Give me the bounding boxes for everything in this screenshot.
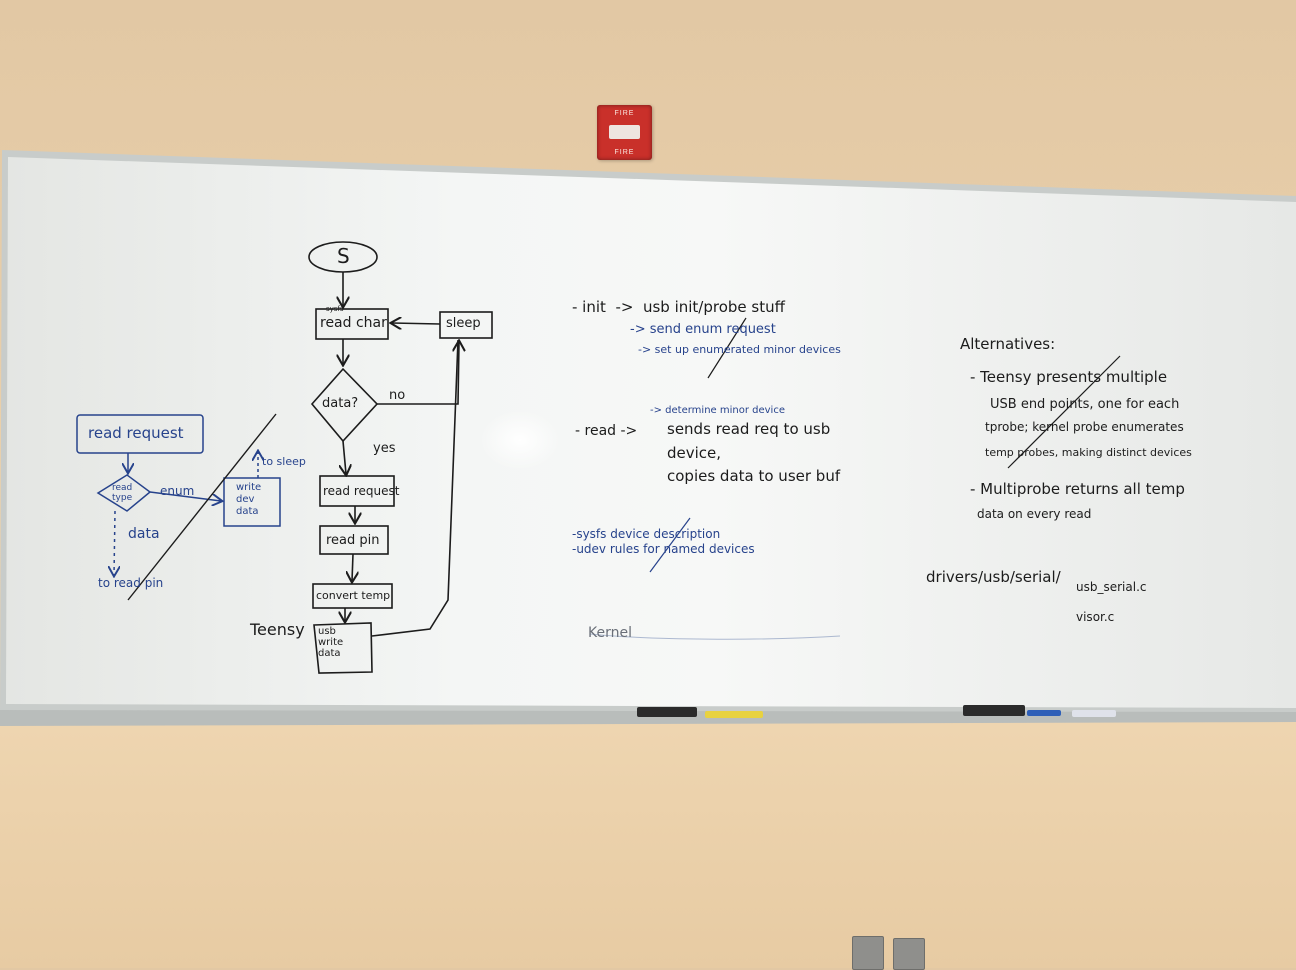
fire-alarm-top-label: FIRE: [614, 110, 635, 117]
device-note: device,: [667, 444, 722, 462]
sysfs-note: -sysfs device description: [572, 527, 721, 541]
left-diagram-lines: [76, 414, 281, 575]
setup-minor-note: -> set up enumerated minor devices: [638, 343, 841, 356]
fire-alarm: FIRE FIRE: [597, 105, 652, 160]
eraser-2: [963, 705, 1025, 716]
fire-alarm-strobe-lens: [609, 125, 640, 139]
drivers-path: drivers/usb/serial/: [926, 568, 1061, 586]
usb-serial-file: usb_serial.c: [1076, 580, 1147, 594]
alternatives-item1-line2: USB end points, one for each: [990, 397, 1180, 412]
white-marker: [1072, 710, 1116, 717]
read-char-label: read char: [320, 315, 387, 331]
alternatives-item1-line4: temp probes, making distinct devices: [985, 446, 1192, 459]
convert-temp-label: convert temp: [316, 589, 391, 602]
kernel-label: Kernel: [588, 625, 632, 641]
fire-alarm-bottom-label: FIRE: [614, 149, 635, 156]
kernel-underline: [589, 633, 841, 640]
write-dev-data-box: [223, 477, 281, 527]
alternatives-title: Alternatives:: [960, 335, 1056, 353]
start-label: S: [337, 244, 350, 268]
read-request-box: [319, 475, 395, 507]
data-label: data: [128, 526, 160, 542]
read-pin-label: read pin: [326, 533, 380, 548]
blue-marker: [1027, 710, 1061, 716]
write-dev-data-label: write dev data: [236, 482, 262, 517]
alternatives-item2-line1: - Multiprobe returns all temp: [970, 480, 1185, 498]
alternatives-item1-line1: - Teensy presents multiple: [970, 368, 1168, 386]
whiteboard-surface: [6, 157, 1296, 708]
alternatives-strike: [1007, 355, 1121, 469]
yellow-marker: [705, 711, 763, 718]
udev-note: -udev rules for named devices: [572, 542, 755, 556]
read-request-rounded-box: [76, 414, 204, 454]
usb-write-data-label: usb write data: [318, 626, 344, 659]
note-strike-2: [649, 517, 691, 573]
read-pin-box: [319, 525, 389, 555]
to-read-pin-label: to read pin: [98, 576, 164, 590]
wall-plate: [893, 938, 925, 970]
sends-read-note: sends read req to usb: [667, 420, 831, 438]
decision-label: data?: [322, 396, 359, 411]
teensy-label: Teensy: [250, 620, 305, 639]
wall-outlet: [852, 936, 884, 970]
sleep-label: sleep: [446, 316, 481, 331]
yes-label: yes: [373, 441, 396, 456]
read-char-note: sysfs: [326, 305, 344, 313]
read-note: - read ->: [575, 423, 638, 439]
copies-note: copies data to user buf: [667, 467, 841, 485]
read-type-label: read type: [112, 483, 133, 503]
alternatives-item1-line3: tprobe; kernel probe enumerates: [985, 420, 1184, 434]
strike-through-line: [127, 413, 277, 601]
eraser: [637, 707, 697, 717]
sleep-box: [439, 311, 493, 339]
convert-temp-box: [312, 583, 393, 609]
send-enum-note: -> send enum request: [630, 322, 776, 337]
init-note: - init -> usb init/probe stuff: [572, 298, 785, 316]
determine-minor-note: -> determine minor device: [650, 405, 785, 416]
note-strike-1: [707, 317, 747, 379]
flowchart-lines: [308, 241, 493, 674]
left-read-request-label: read request: [88, 424, 184, 442]
read-request-label: read request: [323, 484, 400, 498]
to-sleep-label: to sleep: [262, 455, 306, 468]
read-char-box: [315, 308, 389, 340]
usb-write-data-box: [313, 622, 373, 674]
enum-label: enum: [160, 484, 195, 498]
alternatives-item2-line2: data on every read: [977, 507, 1092, 521]
no-label: no: [389, 388, 406, 403]
light-glare: [480, 410, 560, 470]
visor-file: visor.c: [1076, 610, 1115, 624]
